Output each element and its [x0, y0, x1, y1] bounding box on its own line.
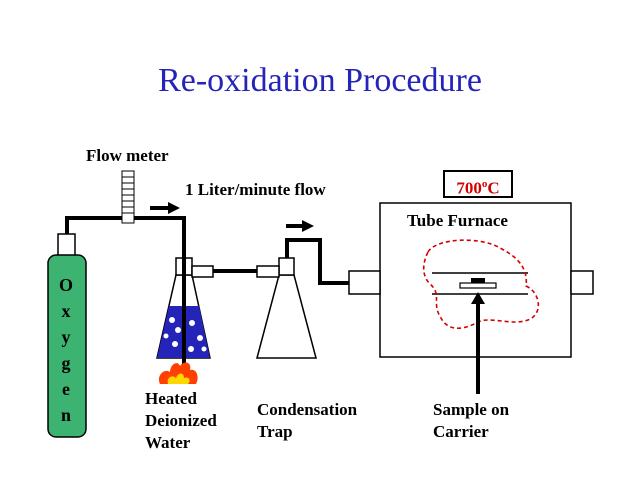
- temperature-degree: o: [481, 178, 488, 190]
- temperature-box: 700oC: [443, 170, 513, 198]
- page-title: Re-oxidation Procedure: [158, 62, 482, 99]
- oxygen-letter: e: [62, 379, 70, 399]
- flow-arrow-2: [286, 220, 314, 232]
- flame-icon: [158, 362, 198, 384]
- oxygen-letter: n: [60, 405, 71, 425]
- tube-furnace: [348, 202, 594, 358]
- tube-furnace-label: Tube Furnace: [407, 211, 508, 230]
- temperature-unit: C: [487, 178, 500, 198]
- sample-carrier-label: Sample on Carrier: [433, 400, 510, 441]
- bubbles: [163, 317, 207, 352]
- condensation-trap-label: Condensation Trap: [257, 400, 358, 441]
- oxygen-label: O x y g e n: [55, 272, 77, 428]
- oxygen-letter: g: [61, 353, 71, 373]
- hot-zone: [422, 239, 540, 329]
- flow-arrow-1: [150, 202, 180, 214]
- heated-flask: [156, 257, 214, 368]
- oxygen-tank: [47, 233, 87, 438]
- heated-water-label: Heated Deionized Water: [145, 389, 217, 452]
- oxygen-letter: y: [61, 327, 71, 347]
- oxygen-letter: x: [61, 301, 71, 321]
- flow-rate-label: 1 Liter/minute flow: [185, 180, 326, 199]
- flow-meter: [121, 170, 135, 224]
- sample-carrier: [459, 278, 497, 394]
- condensation-trap: [256, 244, 317, 359]
- flow-meter-label: Flow meter: [86, 146, 169, 165]
- temperature-value: 700: [456, 178, 482, 198]
- oxygen-letter: O: [58, 275, 73, 295]
